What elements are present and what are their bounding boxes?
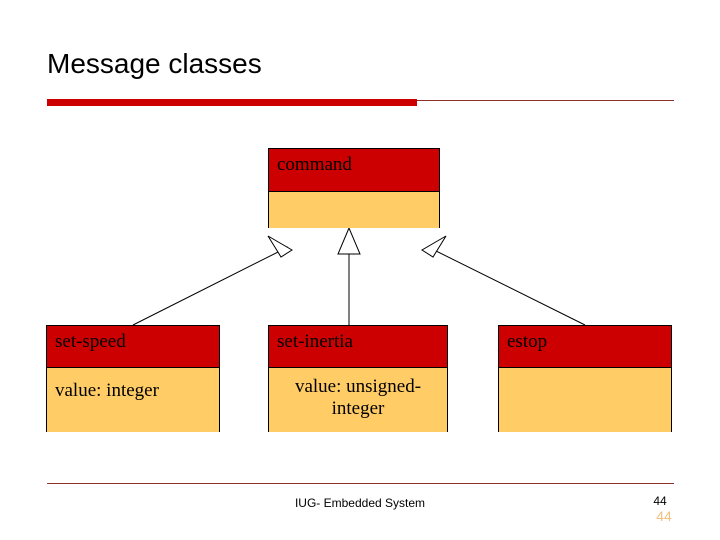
class-box-estop: estop [498, 325, 672, 432]
class-attributes-set-inertia: value: unsigned-integer [269, 368, 447, 432]
class-name-set-speed: set-speed [47, 326, 219, 368]
class-name-set-inertia: set-inertia [269, 326, 447, 368]
footer-rule [47, 483, 674, 484]
class-name-estop: estop [499, 326, 671, 368]
footer-text: IUG- Embedded System [294, 496, 426, 510]
class-attributes-command [269, 192, 439, 228]
page-number: 44 [653, 494, 667, 508]
page-title: Message classes [47, 48, 262, 79]
class-box-set-speed: set-speed value: integer [46, 325, 220, 432]
class-box-command: command [268, 148, 440, 228]
page-number-shadow: 44 [656, 508, 672, 524]
class-attributes-set-speed: value: integer [47, 368, 219, 432]
class-name-command: command [269, 149, 439, 192]
title-accent-bar [47, 99, 417, 106]
class-box-set-inertia: set-inertia value: unsigned-integer [268, 325, 448, 432]
class-attributes-estop [499, 368, 671, 432]
